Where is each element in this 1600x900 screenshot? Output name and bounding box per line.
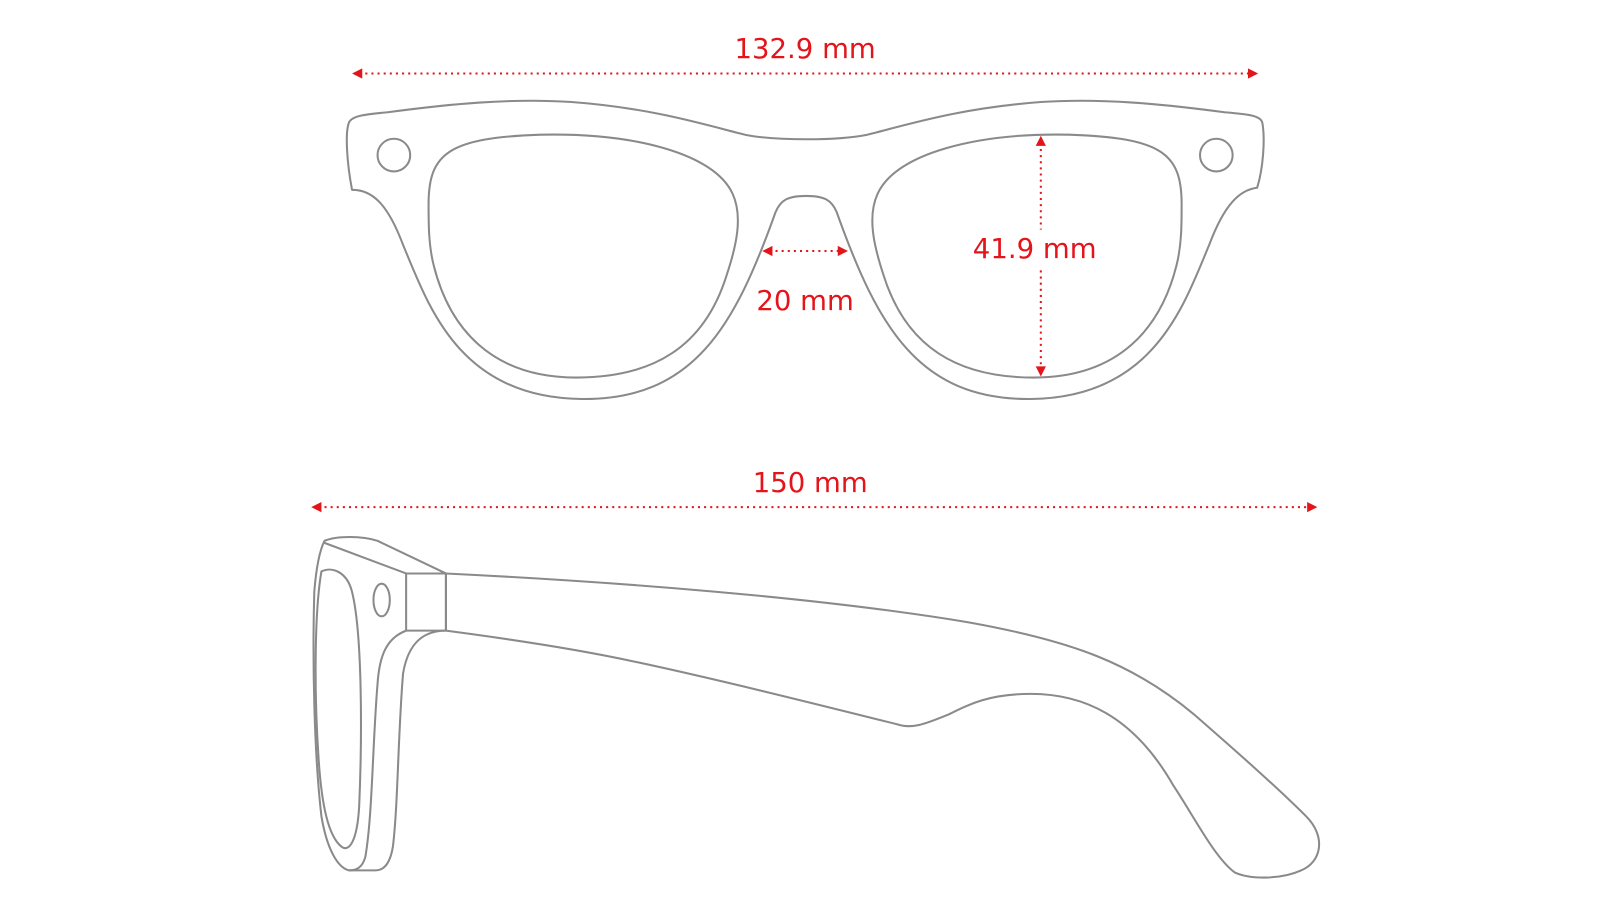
lens-height-label: 41.9 mm bbox=[973, 233, 1097, 265]
front-frame-outline bbox=[345, 99, 1265, 401]
left-lens bbox=[427, 133, 739, 379]
bridge-width-dimension: 20 mm bbox=[756, 245, 854, 317]
hinge-block bbox=[405, 572, 447, 632]
side-view bbox=[312, 535, 1321, 879]
temple-length-label: 150 mm bbox=[753, 467, 868, 499]
frame-width-label: 132.9 mm bbox=[734, 33, 875, 65]
side-rim-inner bbox=[348, 629, 407, 872]
right-hinge-rivet bbox=[1198, 137, 1234, 173]
bridge-width-label: 20 mm bbox=[756, 285, 853, 317]
arrow-up-icon bbox=[1035, 135, 1046, 146]
front-view bbox=[345, 99, 1265, 401]
arrow-down-icon bbox=[1035, 366, 1046, 377]
arrow-right-icon bbox=[1247, 68, 1259, 79]
temple-length-dimension: 150 mm bbox=[311, 467, 1318, 513]
side-top-edge bbox=[324, 541, 407, 575]
side-frame-front bbox=[312, 535, 447, 872]
arrow-left-icon bbox=[352, 68, 363, 79]
left-hinge-rivet bbox=[376, 137, 412, 173]
arrow-left-icon bbox=[311, 502, 322, 513]
temple-arm bbox=[445, 572, 1321, 879]
side-lens-edge bbox=[314, 568, 362, 850]
arrow-left-icon bbox=[762, 245, 773, 257]
right-lens bbox=[871, 133, 1183, 379]
lens-height-dimension: 41.9 mm bbox=[973, 135, 1097, 377]
side-hinge-rivet bbox=[372, 582, 391, 618]
arrow-right-icon bbox=[1307, 502, 1318, 513]
arrow-right-icon bbox=[837, 245, 848, 257]
frame-width-dimension: 132.9 mm bbox=[352, 33, 1259, 79]
